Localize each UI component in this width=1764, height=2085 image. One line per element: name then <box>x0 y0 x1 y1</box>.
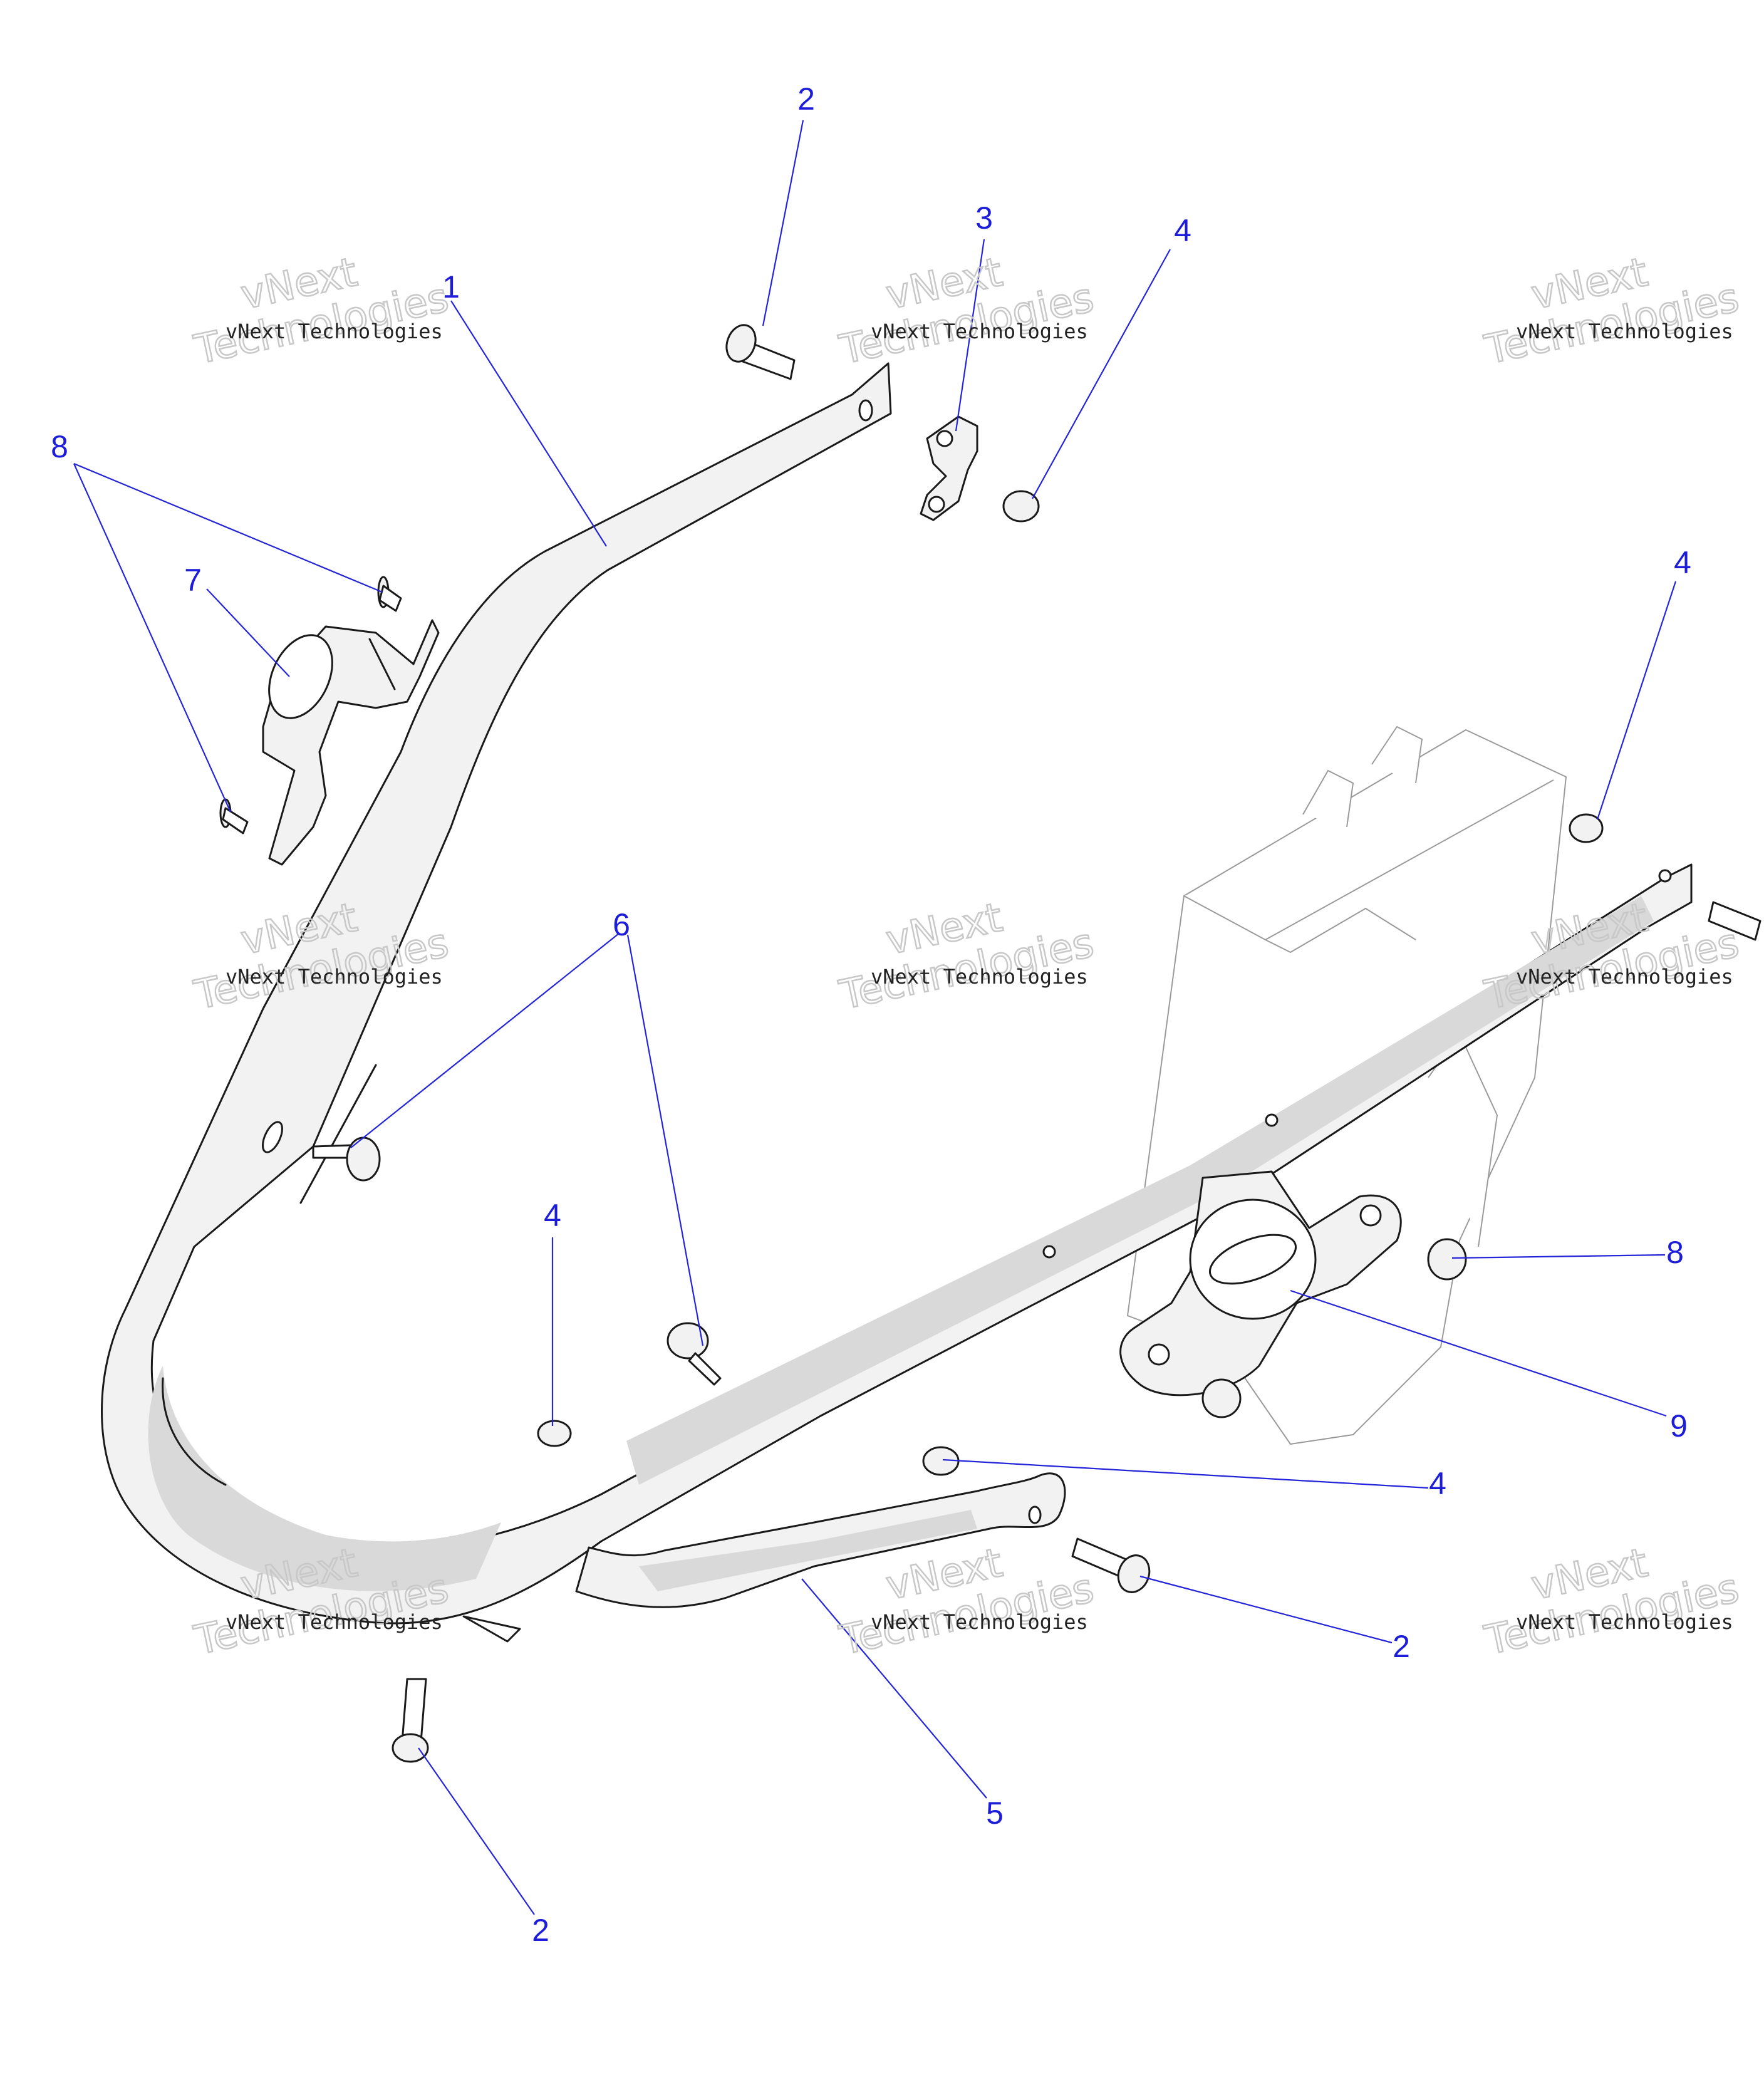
svg-text:vNext Technologies: vNext Technologies <box>1516 965 1733 989</box>
callout-2-top: 2 <box>797 81 815 117</box>
svg-text:vNext Technologies: vNext Technologies <box>871 965 1088 989</box>
svg-text:vNext Technologies: vNext Technologies <box>226 1610 443 1634</box>
callout-3: 3 <box>975 200 993 236</box>
part-2-bolt-right <box>1708 901 1761 941</box>
callout-8-left: 8 <box>51 429 68 464</box>
callout-2-lower-right: 2 <box>1393 1629 1410 1664</box>
callout-8-right: 8 <box>1666 1235 1684 1270</box>
svg-text:vNext Technologies: vNext Technologies <box>1516 320 1733 343</box>
svg-text:vNext Technologies: vNext Technologies <box>226 965 443 989</box>
hoop-hole-top <box>858 399 873 422</box>
mount-plate-hole-right <box>1359 1204 1382 1227</box>
part-4-nut-top <box>1002 490 1040 523</box>
part-2-bolt-bottom <box>392 1678 429 1763</box>
callout-4-lower: 4 <box>1429 1466 1446 1501</box>
part-9-mount-plate <box>1119 1170 1402 1418</box>
part-4-nut-left <box>537 1420 572 1447</box>
part-8-cap-right <box>1427 1238 1467 1281</box>
mount-plate-hole-left <box>1148 1343 1170 1366</box>
hoop-hole-end <box>1658 869 1672 883</box>
callout-7: 7 <box>184 563 202 598</box>
hoop-hole-right <box>1265 1113 1279 1127</box>
callout-5: 5 <box>986 1796 1004 1831</box>
callout-1: 1 <box>442 269 460 304</box>
leader-lines <box>73 120 1677 1915</box>
part-4-nut-right <box>1569 813 1604 843</box>
part-7-bracket <box>262 619 440 866</box>
callout-4-left: 4 <box>544 1198 561 1233</box>
brace-hole <box>1028 1505 1042 1524</box>
callout-4-top: 4 <box>1174 213 1191 248</box>
part-8-pin-upper <box>377 576 402 612</box>
watermark-mc: vNext Technologies vNext Technologies <box>835 894 1099 1020</box>
part-3-plate <box>920 415 978 521</box>
watermark-mr: vNext Technologies vNext Technologies <box>1480 894 1744 1020</box>
callout-9: 9 <box>1670 1408 1688 1443</box>
svg-text:vNext Technologies: vNext Technologies <box>1516 1610 1733 1634</box>
hoop-hole-left <box>262 1121 283 1153</box>
watermark-tr: vNext Technologies vNext Technologies <box>1480 249 1744 375</box>
plate-hole-top <box>936 430 953 447</box>
mount-plate-stud <box>1201 1378 1242 1418</box>
callout-4-right: 4 <box>1674 545 1691 580</box>
part-6-rivet-upper <box>312 1136 381 1182</box>
mount-plate-slot <box>1208 1234 1297 1285</box>
watermark-tc: vNext Technologies vNext Technologies <box>835 249 1099 375</box>
callouts: 1 2 2 2 3 4 4 4 4 5 6 7 8 8 9 <box>51 81 1691 1948</box>
callout-2-bottom: 2 <box>532 1913 549 1948</box>
svg-text:vNext Technologies: vNext Technologies <box>871 320 1088 343</box>
part-2-bolt-lower-right <box>1071 1537 1151 1593</box>
part-6-rivet-lower <box>667 1322 722 1386</box>
hoop-hole-mid <box>1042 1245 1056 1259</box>
plate-hole-bottom <box>928 496 945 513</box>
part-1-main-hoop <box>101 362 1693 1625</box>
callout-6: 6 <box>613 907 630 942</box>
watermark-tl: vNext Technologies vNext Technologies <box>190 249 454 375</box>
svg-text:vNext Technologies: vNext Technologies <box>871 1610 1088 1634</box>
part-2-bolt-top <box>725 324 796 380</box>
watermark-br: vNext Technologies vNext Technologies <box>1480 1539 1744 1665</box>
part-8-pin-lower <box>219 798 249 835</box>
part-5-lower-brace <box>462 1472 1066 1643</box>
svg-text:vNext Technologies: vNext Technologies <box>226 320 443 343</box>
